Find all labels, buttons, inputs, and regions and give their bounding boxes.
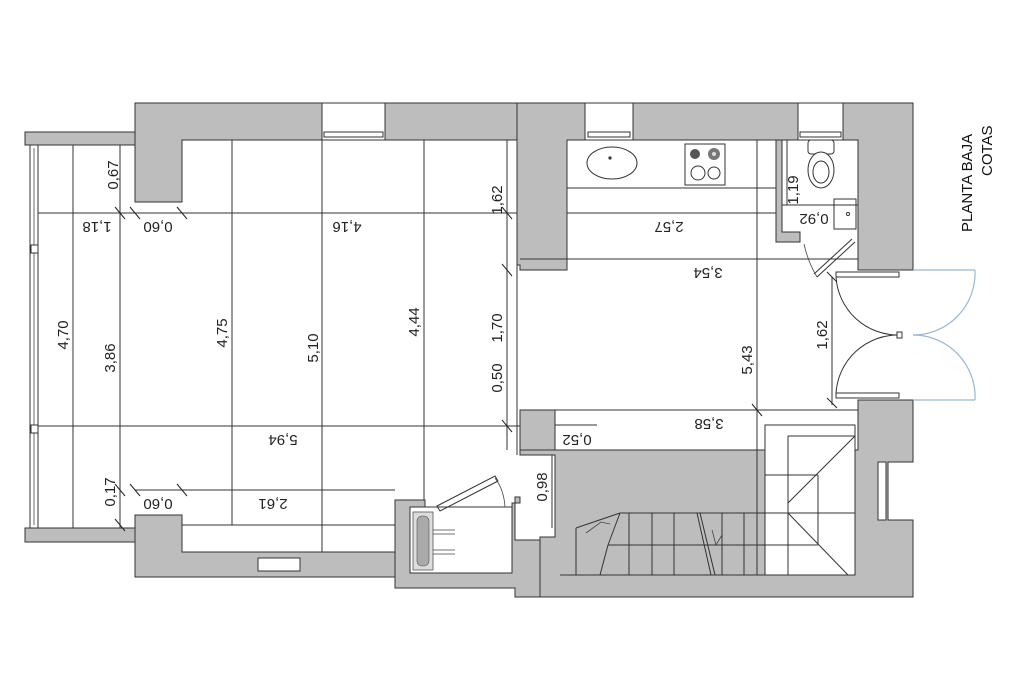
dim-label: 1,70 [489, 313, 506, 342]
dim-label: 0,50 [489, 363, 506, 392]
dim-label: 0,60 [143, 218, 172, 235]
dim-label: 4,70 [55, 320, 72, 349]
wall-vent [257, 557, 301, 572]
dim-label: 3,54 [693, 264, 722, 281]
dimension-labels: 1,18 0,60 4,16 2,57 0,92 3,54 5,94 0,52 … [55, 160, 831, 512]
entry-double-door[interactable] [835, 269, 976, 401]
utility-room [409, 475, 513, 574]
wall-right-top [842, 102, 914, 271]
entry-door-leaf-bottom[interactable] [835, 334, 900, 394]
plan-title-line2: COTAS [979, 125, 996, 176]
kitchen [566, 139, 777, 189]
dim-label: 1,19 [785, 175, 802, 204]
stair-arrow-icon [585, 521, 611, 534]
bath-door-swing [803, 243, 818, 278]
utility-door[interactable] [436, 475, 499, 512]
wall-top-pillar [134, 102, 323, 203]
dim-label: 2,61 [258, 495, 287, 512]
water-heater-icon [412, 511, 455, 571]
dim-label: 4,16 [332, 218, 361, 235]
dim-label: 3,58 [694, 415, 723, 432]
cooktop-icon [684, 143, 726, 186]
plan-title-line1: PLANTA BAJA [959, 134, 976, 232]
entry-door-leaf-top[interactable] [835, 276, 900, 336]
dim-label: 5,43 [739, 345, 756, 374]
dim-label: 0,60 [143, 495, 172, 512]
toilet-icon [807, 139, 835, 189]
dim-label: 4,75 [214, 318, 231, 347]
wall-top-right [632, 102, 799, 141]
dim-label: 3,86 [102, 343, 119, 372]
washbasin-icon [833, 198, 857, 230]
dim-label: 1,62 [489, 185, 506, 214]
dim-label: 5,94 [268, 431, 297, 448]
staircase [560, 424, 856, 576]
dim-label: 0,52 [562, 431, 591, 448]
kitchen-sink-icon [586, 146, 638, 180]
dim-label: 1,18 [82, 218, 111, 235]
wall-bottom-left [24, 527, 136, 543]
dim-label: 1,62 [814, 320, 831, 349]
dim-label: 0,17 [102, 477, 119, 506]
plan-title: PLANTA BAJA COTAS [959, 125, 996, 232]
walls [24, 102, 914, 598]
window-right-stairs [877, 461, 887, 521]
windows [29, 102, 887, 529]
dim-label: 0,98 [534, 472, 551, 501]
wall-top-left [24, 131, 136, 146]
sink-drain-icon [608, 156, 612, 160]
dim-label: 0,67 [105, 160, 122, 189]
dimension-lines [38, 140, 858, 575]
dim-label: 2,57 [654, 218, 683, 235]
dim-label: 5,10 [305, 333, 322, 362]
bathroom [803, 139, 857, 278]
dim-label: 0,92 [799, 210, 828, 227]
central-pillar [519, 409, 556, 451]
dim-label: 4,44 [406, 307, 423, 336]
wall-bath-partition [775, 139, 801, 243]
